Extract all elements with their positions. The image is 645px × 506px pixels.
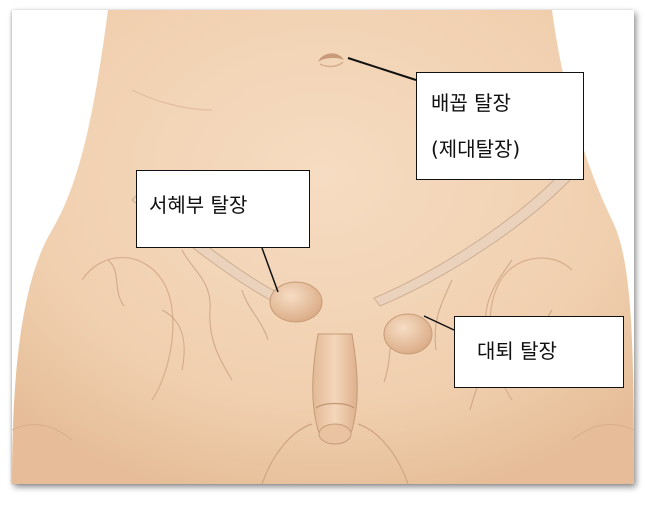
label-umbilical-line1: 배꼽 탈장: [431, 91, 583, 115]
label-femoral-hernia: 대퇴 탈장: [454, 316, 624, 388]
femoral-hernia-bulge: [384, 314, 432, 354]
label-inguinal-hernia: 서혜부 탈장: [136, 170, 310, 248]
illustration-frame: 배꼽 탈장 (제대탈장) 서혜부 탈장 대퇴 탈장: [12, 10, 634, 484]
label-inguinal-text: 서혜부 탈장: [149, 193, 309, 217]
label-umbilical-hernia: 배꼽 탈장 (제대탈장): [416, 72, 584, 180]
label-femoral-text: 대퇴 탈장: [477, 339, 623, 363]
label-umbilical-line2: (제대탈장): [431, 137, 583, 161]
inguinal-hernia-bulge: [270, 282, 322, 322]
